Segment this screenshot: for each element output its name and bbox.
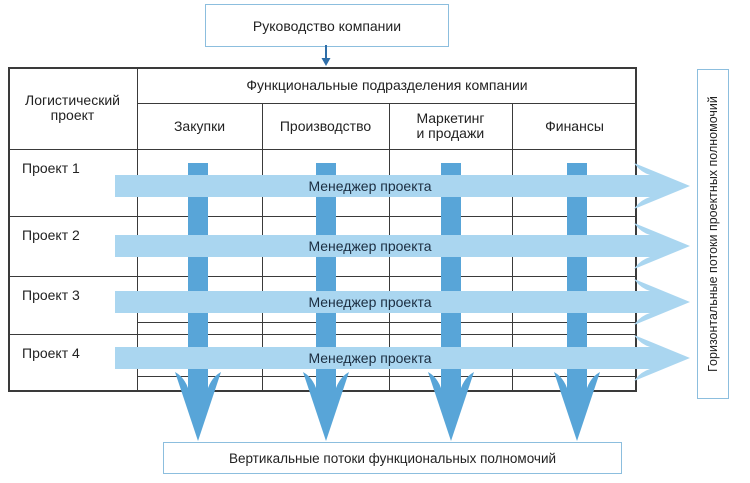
horizontal-flow-arrow: [115, 223, 690, 269]
project-manager-label-4: Менеджер проекта: [308, 350, 432, 366]
management-box: Руководство компании: [205, 4, 449, 47]
column-header-1: Закупки: [137, 103, 262, 149]
project-row-label-4: Проект 4: [22, 345, 80, 361]
group-header-label: Функциональные подразделения компании: [246, 76, 528, 93]
column-header-4: Финансы: [512, 103, 637, 149]
vertical-flows-label: Вертикальные потоки функциональных полно…: [228, 450, 557, 466]
horizontal-flow-arrow: [115, 163, 690, 209]
divider-sub-row: [137, 322, 637, 323]
vertical-flows-box: Вертикальные потоки функциональных полно…: [163, 442, 622, 474]
project-manager-label-1: Менеджер проекта: [308, 178, 432, 194]
connector-arrow: [321, 45, 331, 66]
divider-header-bottom: [8, 149, 637, 150]
horizontal-flow-arrow: [115, 335, 690, 381]
column-header-2-label: Производство: [279, 117, 372, 134]
column-header-2: Производство: [262, 103, 389, 149]
divider-project-column: [137, 67, 138, 392]
horizontal-flows-box: Горизонтальные потоки проектных полномоч…: [697, 69, 729, 399]
divider-header-group: [137, 103, 637, 104]
column-header-3: Маркетинг и продажи: [389, 103, 512, 149]
corner-header-label: Логистический проект: [25, 92, 120, 123]
group-header: Функциональные подразделения компании: [137, 67, 637, 103]
project-row-label-2: Проект 2: [22, 227, 80, 243]
horizontal-flow-arrow: [115, 279, 690, 325]
project-manager-label-3: Менеджер проекта: [308, 294, 432, 310]
project-row-label-3: Проект 3: [22, 287, 80, 303]
project-row-label-1: Проект 1: [22, 160, 80, 176]
column-header-3-label: Маркетинг и продажи: [416, 110, 485, 141]
matrix-table: Логистический проект Функциональные подра…: [8, 67, 637, 392]
corner-header: Логистический проект: [8, 67, 137, 149]
management-box-label: Руководство компании: [252, 17, 402, 34]
project-manager-label-2: Менеджер проекта: [308, 238, 432, 254]
column-header-1-label: Закупки: [173, 117, 226, 134]
divider-sub-row: [137, 376, 637, 377]
column-header-4-label: Финансы: [545, 117, 604, 134]
